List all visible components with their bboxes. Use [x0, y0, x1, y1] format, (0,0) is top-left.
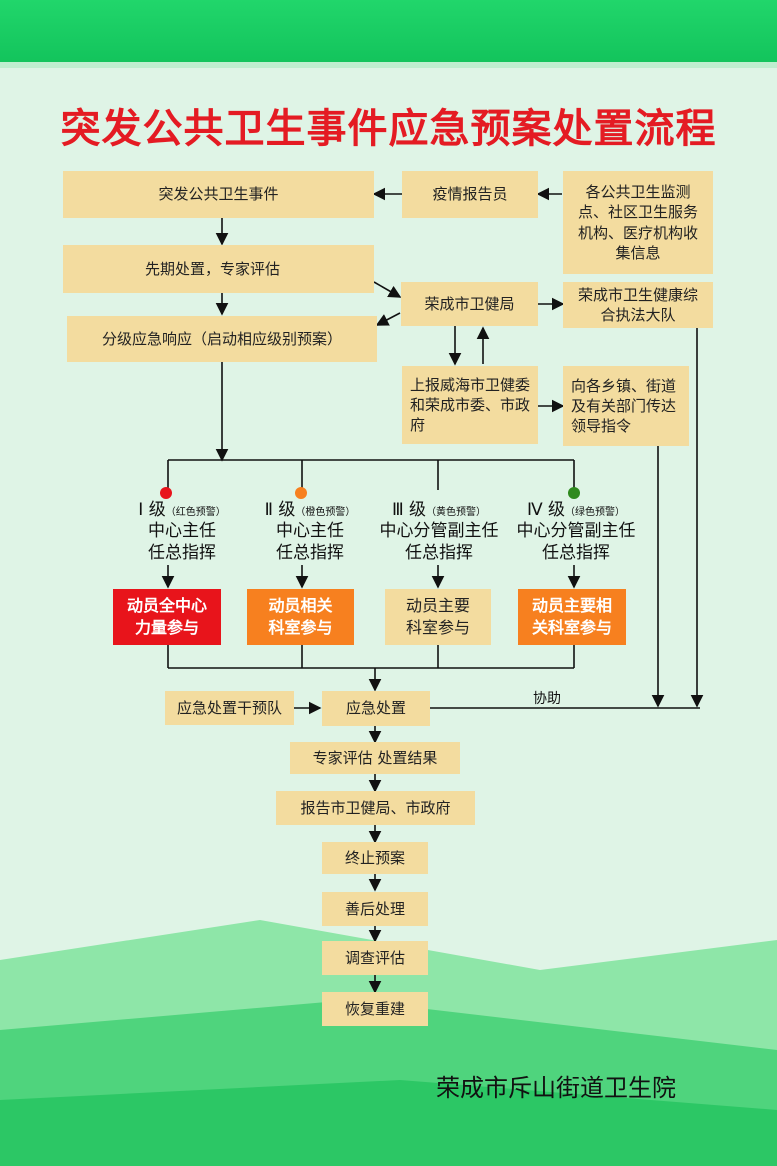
level-3-heading: Ⅲ 级（黄色预警） 中心分管副主任 任总指挥 — [368, 500, 510, 564]
level-2-orange-dot — [295, 487, 307, 499]
level-1-warning: （红色预警） — [165, 507, 226, 518]
level-4-warning: （绿色预警） — [565, 507, 626, 518]
monitor-box: 各公共卫生监测点、社区卫生服务机构、医疗机构收集信息 — [563, 171, 713, 274]
report-up-box: 上报威海市卫健委和荣成市委、市政府 — [402, 366, 538, 444]
level-2-commander: 中心主任 — [276, 521, 344, 542]
level-4-action-box: 动员主要相关科室参与 — [518, 589, 626, 645]
notify-box: 向各乡镇、街道及有关部门传达领导指令 — [563, 366, 689, 446]
level-2-heading: Ⅱ 级（橙色预警） 中心主任 任总指挥 — [240, 500, 380, 564]
level-4-heading: Ⅳ 级（绿色预警） 中心分管副主任 任总指挥 — [504, 500, 648, 564]
background-waves — [0, 920, 777, 1166]
top-banner-stripe — [0, 62, 777, 68]
assist-label: 协助 — [533, 691, 561, 707]
level-1-role: 任总指挥 — [148, 542, 216, 563]
level-4-grade: Ⅳ 级 — [526, 500, 566, 520]
terminate-box: 终止预案 — [322, 842, 428, 874]
intervention-team-box: 应急处置干预队 — [165, 691, 294, 725]
graded-response-box: 分级应急响应（启动相应级别预案） — [67, 316, 377, 362]
page-title: 突发公共卫生事件应急预案处置流程 — [60, 106, 717, 152]
aftercare-box: 善后处理 — [322, 892, 428, 926]
level-3-commander: 中心分管副主任 — [379, 521, 499, 542]
level-3-role: 任总指挥 — [405, 542, 473, 563]
level-4-role: 任总指挥 — [542, 542, 610, 563]
level-3-grade: Ⅲ 级 — [391, 500, 427, 520]
footer-organization: 荣成市斥山街道卫生院 — [436, 1074, 676, 1102]
level-2-role: 任总指挥 — [276, 542, 344, 563]
level-3-action-box: 动员主要科室参与 — [385, 589, 491, 645]
bureau-box: 荣成市卫健局 — [401, 282, 538, 326]
level-2-warning: （橙色预警） — [295, 507, 356, 518]
initial-box: 先期处置，专家评估 — [63, 245, 374, 293]
level-4-green-dot — [568, 487, 580, 499]
reporter-box: 疫情报告员 — [402, 171, 538, 218]
investigate-box: 调查评估 — [322, 941, 428, 975]
level-4-commander: 中心分管副主任 — [516, 521, 636, 542]
level-1-commander: 中心主任 — [148, 521, 216, 542]
level-1-heading: Ⅰ 级（红色预警） 中心主任 任总指挥 — [112, 500, 252, 564]
report-gov-box: 报告市卫健局、市政府 — [276, 791, 475, 825]
emergency-response-box: 应急处置 — [322, 691, 430, 726]
level-2-grade: Ⅱ 级 — [264, 500, 296, 520]
level-1-action-box: 动员全中心力量参与 — [113, 589, 221, 645]
level-1-grade: Ⅰ 级 — [138, 500, 166, 520]
enforcement-box: 荣成市卫生健康综合执法大队 — [563, 282, 713, 328]
expert-result-box: 专家评估 处置结果 — [290, 742, 460, 774]
level-2-action-box: 动员相关科室参与 — [247, 589, 354, 645]
event-box: 突发公共卫生事件 — [63, 171, 374, 218]
top-banner — [0, 0, 777, 62]
level-1-red-dot — [160, 487, 172, 499]
level-3-warning: （黄色预警） — [426, 507, 487, 518]
rebuild-box: 恢复重建 — [322, 992, 428, 1026]
